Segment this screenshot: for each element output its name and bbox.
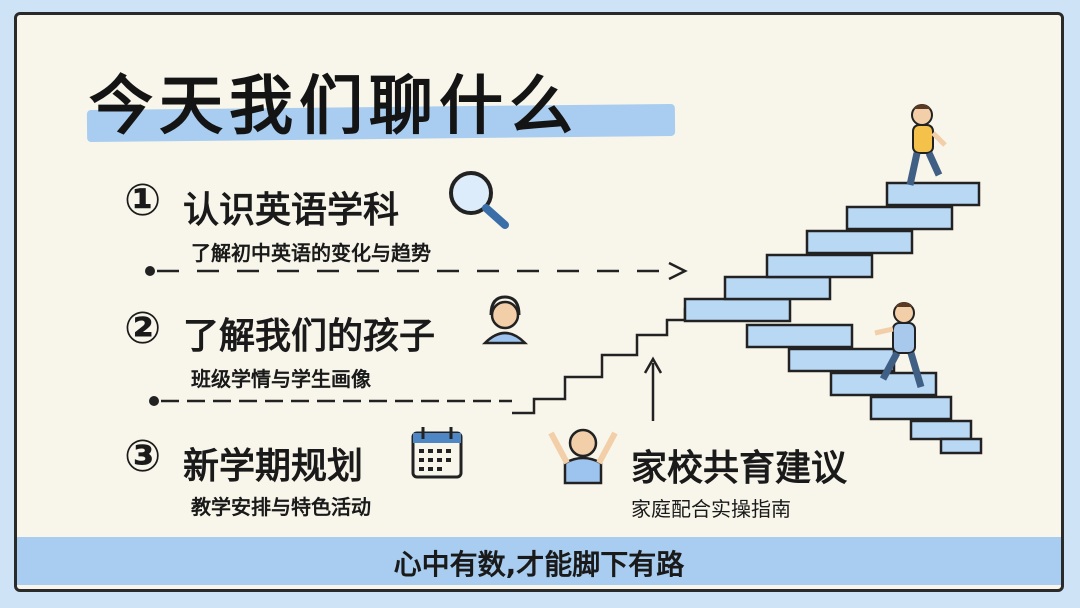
magnifier-icon: [449, 171, 509, 229]
footer-band: [17, 537, 1061, 585]
item-2-number: ②: [124, 303, 162, 354]
page-title: 今天我们聊什么: [89, 70, 579, 144]
item-1-number: ①: [124, 175, 162, 226]
content-card: 今天我们聊什么: [14, 12, 1064, 592]
cooperation-title: 家校共育建议: [631, 448, 848, 489]
upper-stairs: [683, 181, 981, 323]
person-icon: [481, 295, 529, 345]
item-1-subtitle: 了解初中英语的变化与趋势: [191, 241, 431, 265]
calendar-icon: [411, 427, 463, 479]
staircase-illustration: [145, 104, 983, 485]
item-1-title: 认识英语学科: [183, 190, 400, 231]
dashed-arrow-2: [149, 396, 512, 406]
cooperation-subtitle: 家庭配合实操指南: [631, 497, 791, 521]
dashed-arrow-1: [145, 261, 688, 281]
climber-middle-icon: [874, 302, 925, 388]
stair-outline: [512, 307, 704, 415]
up-arrow: [643, 356, 663, 421]
footer-slogan: 心中有数,才能脚下有路: [393, 548, 685, 581]
item-3-title: 新学期规划: [183, 446, 364, 487]
item-2-subtitle: 班级学情与学生画像: [191, 367, 371, 391]
item-2-title: 了解我们的孩子: [183, 316, 436, 357]
item-3-number: ③: [124, 431, 162, 482]
lower-stairs: [745, 323, 983, 455]
item-3-subtitle: 教学安排与特色活动: [191, 495, 371, 519]
climber-top-icon: [906, 104, 947, 186]
cheering-person-icon: [548, 428, 618, 485]
